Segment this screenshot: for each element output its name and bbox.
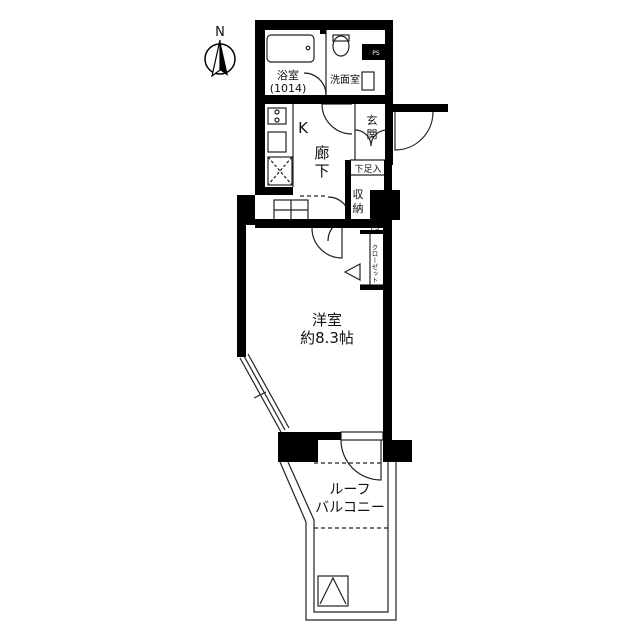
- balcony-label-top: ルーフ: [329, 482, 370, 498]
- wall: [255, 20, 265, 195]
- wall: [384, 160, 392, 190]
- hallway-label-top: 廊: [314, 144, 329, 162]
- bath-size-label: (1014): [270, 82, 307, 95]
- closet-label: クローゼット: [370, 244, 378, 283]
- entrance-label-bottom: 関: [367, 128, 378, 141]
- wall: [360, 285, 385, 290]
- sink-icon: [267, 131, 287, 153]
- western-room-label: 洋室: [312, 311, 342, 329]
- balcony-label-bottom: バルコニー: [315, 500, 385, 516]
- toilet-tank-icon: [332, 34, 350, 42]
- balcony-door-swing: [340, 439, 382, 481]
- wall: [320, 30, 326, 34]
- wall: [383, 440, 412, 462]
- closet-door-icon: [343, 263, 361, 281]
- washroom-door-swing: [321, 103, 353, 135]
- ps-top-label: PS: [372, 50, 380, 57]
- north-arrow-icon: [204, 39, 236, 78]
- shoe-storage-label: 下足入: [354, 164, 381, 175]
- window-line: [247, 353, 290, 429]
- wall: [278, 432, 318, 462]
- toilet-icon: [332, 35, 350, 57]
- north-label: N: [215, 25, 225, 40]
- fridge-space-cross: [267, 156, 293, 186]
- wall: [255, 95, 393, 104]
- shoe-storage-door-swing: [354, 129, 388, 147]
- balcony-door-frame: [340, 431, 384, 441]
- bathtub-icon: [266, 34, 315, 63]
- washroom-label: 洗面室: [330, 73, 360, 86]
- balcony-outer-edge: [279, 461, 397, 621]
- washbasin-icon: [361, 71, 375, 91]
- storage-label-top: 収: [353, 188, 364, 201]
- wall: [255, 219, 385, 228]
- burner-icon: [274, 109, 280, 115]
- wall: [255, 187, 293, 195]
- western-room-size-label: 約8.3帖: [300, 329, 354, 347]
- burner-icon: [274, 117, 280, 123]
- interior-lines: [239, 30, 434, 621]
- stove-icon: [267, 107, 287, 125]
- entry-door-swing: [394, 111, 434, 151]
- bathtub-drain-icon: [305, 45, 311, 51]
- wall: [237, 195, 246, 357]
- wall: [255, 20, 392, 30]
- balcony-inner-edge: [287, 461, 389, 613]
- hatch-icon: [317, 575, 349, 607]
- fridge-space-cross: [267, 156, 293, 186]
- entrance-label-top: 玄: [367, 113, 378, 127]
- wall: [385, 20, 393, 165]
- wall: [392, 104, 448, 112]
- hallway-label-bottom: 下: [314, 162, 329, 180]
- bath-label: 浴室: [277, 68, 299, 82]
- wall: [360, 230, 385, 234]
- wall: [383, 220, 392, 442]
- fridge-space: [267, 156, 293, 186]
- wall: [370, 190, 400, 220]
- ps-mid-label: PS: [371, 224, 380, 232]
- wall: [345, 160, 351, 227]
- kitchen-label: K: [298, 119, 309, 137]
- ps-shaft: [362, 44, 385, 60]
- hatch-triangle: [319, 576, 347, 605]
- room-door-swing: [311, 227, 343, 259]
- window-sash-mark: [253, 391, 267, 399]
- storage-label-bottom: 納: [353, 202, 364, 215]
- walls: [237, 20, 448, 462]
- bath-door-swing: [303, 72, 327, 96]
